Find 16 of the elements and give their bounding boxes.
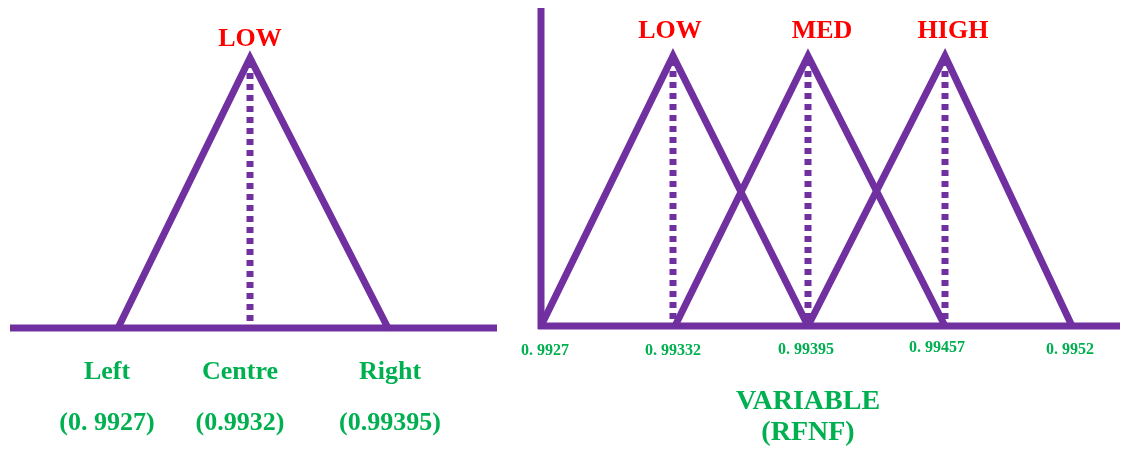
tick-label: 0. 99395 [778, 340, 834, 358]
tick-label: 0. 9927 [521, 341, 569, 359]
fuzzy-set-label: LOW [218, 23, 282, 53]
parameter-label: Right [358, 356, 422, 386]
fuzzy-set-label: LOW [638, 15, 702, 45]
fuzzy-set-label: MED [791, 15, 853, 45]
axis-title: VARIABLE (RFNF) [734, 385, 882, 447]
parameter-value: (0.99395) [339, 407, 441, 437]
tick-label: 0. 99457 [909, 338, 965, 356]
parameter-value: (0. 9927) [59, 407, 155, 437]
parameter-value: (0.9932) [195, 407, 285, 437]
fuzzy-set-label: HIGH [917, 15, 989, 45]
tick-label: 0. 9952 [1046, 340, 1094, 358]
tick-label: 0. 99332 [645, 341, 701, 359]
parameter-label: Left [83, 356, 131, 386]
parameter-label: Centre [202, 356, 278, 386]
